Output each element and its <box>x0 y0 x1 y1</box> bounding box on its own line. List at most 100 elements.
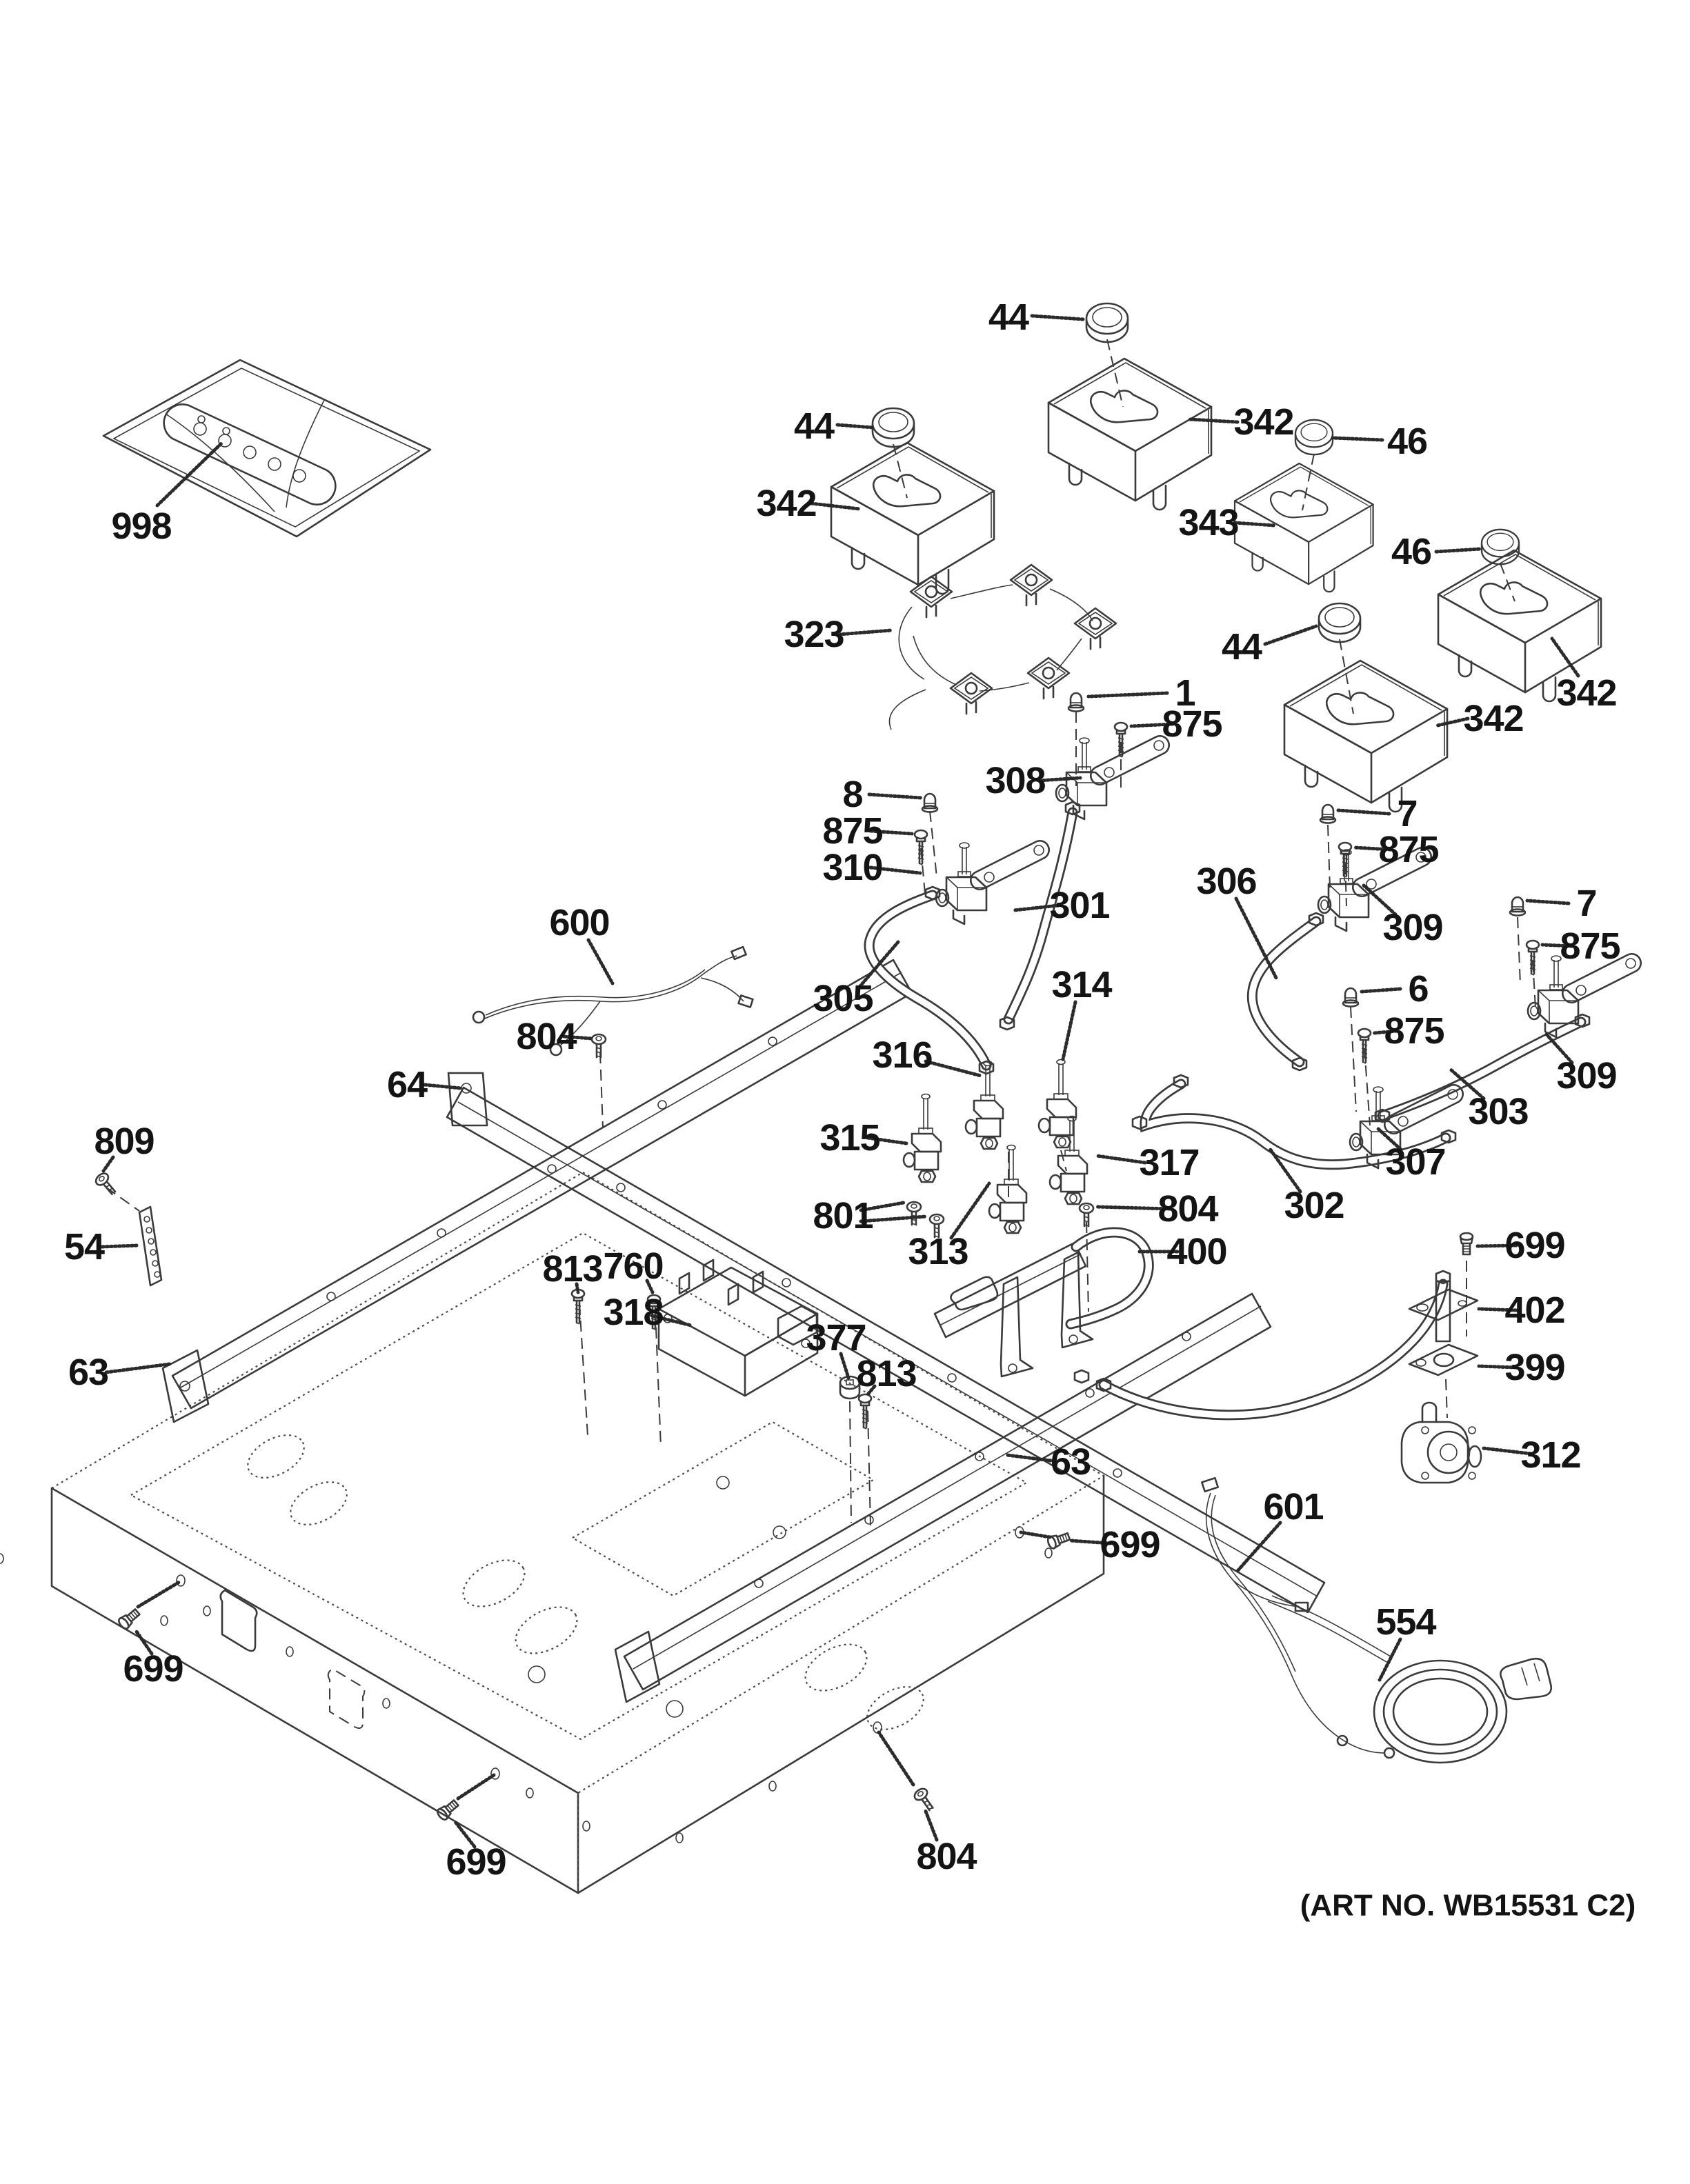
callout-63: 63 <box>68 1352 108 1393</box>
leader-line-875 <box>1129 722 1175 728</box>
axis-line-813 <box>579 1303 588 1436</box>
parts-packet-998 <box>102 359 432 538</box>
seal-ring-46 <box>1294 419 1334 456</box>
leader-line-1 <box>1086 691 1169 699</box>
leader-line-699 <box>1475 1243 1518 1248</box>
leader-line-312 <box>1481 1446 1533 1456</box>
seal-ring-44 <box>871 407 915 448</box>
spark-module-318 <box>657 1259 819 1397</box>
leader-line-699 <box>456 1773 496 1801</box>
leader-line-875 <box>1372 1029 1399 1035</box>
callout-399: 399 <box>1504 1347 1564 1388</box>
leader-line-804 <box>562 1034 594 1041</box>
burner-cover-343 <box>1233 462 1374 593</box>
axis-line-809 <box>106 1187 140 1212</box>
axis-line-813 <box>867 1410 871 1526</box>
burner-box-rail-63-right <box>614 1292 1272 1703</box>
callout-314: 314 <box>1051 964 1112 1005</box>
callout-317: 317 <box>1139 1142 1199 1183</box>
leader-line-314 <box>1061 1000 1077 1061</box>
leader-line-813 <box>866 1384 877 1396</box>
callout-6: 6 <box>1408 968 1428 1010</box>
leader-line-63 <box>104 1362 172 1374</box>
callout-804: 804 <box>916 1836 977 1877</box>
callout-554: 554 <box>1375 1601 1436 1643</box>
leader-line-46 <box>1331 436 1384 442</box>
chassis-main-top <box>0 1171 1106 1894</box>
callout-875: 875 <box>1560 925 1620 967</box>
callout-7: 7 <box>1576 883 1596 924</box>
leader-line-402 <box>1477 1307 1518 1312</box>
callout-601: 601 <box>1263 1486 1323 1527</box>
callout-318: 318 <box>603 1292 663 1333</box>
leader-line-7 <box>1525 899 1571 905</box>
callout-875: 875 <box>822 810 882 852</box>
screw-813 <box>857 1393 873 1430</box>
leader-line-760 <box>645 1279 655 1294</box>
axis-line-804 <box>1086 1221 1089 1312</box>
leader-line-308 <box>1037 776 1082 783</box>
leader-line-310 <box>868 865 922 875</box>
wire-harness-601 <box>1201 1476 1395 1759</box>
leader-line-554 <box>1378 1637 1402 1682</box>
leader-line-303 <box>1448 1067 1486 1101</box>
callout-54: 54 <box>64 1226 105 1268</box>
axis-line-875 <box>1532 960 1536 1009</box>
callout-301: 301 <box>1049 885 1109 926</box>
callout-44: 44 <box>794 405 835 447</box>
callout-44: 44 <box>1222 626 1262 668</box>
leader-line-317 <box>1095 1154 1147 1165</box>
leader-line-813 <box>575 1282 580 1294</box>
bolt-699 <box>1045 1530 1072 1551</box>
callout-46: 46 <box>1391 531 1431 572</box>
seal-ring-44 <box>1318 602 1362 643</box>
burner-cover-342 <box>830 441 995 595</box>
callout-804: 804 <box>516 1016 577 1057</box>
leader-line-998 <box>155 441 224 508</box>
leader-line-801 <box>859 1214 928 1223</box>
leader-line-342 <box>1435 717 1470 728</box>
gas-valve-310 <box>935 839 1051 925</box>
callout-998: 998 <box>111 505 171 547</box>
leader-line-315 <box>866 1136 908 1145</box>
axis-line-875 <box>1364 1048 1371 1126</box>
callout-801: 801 <box>813 1195 873 1236</box>
gas-valve-315 <box>902 1093 942 1183</box>
callout-315: 315 <box>819 1117 879 1159</box>
gas-valve-317 <box>1048 1115 1088 1205</box>
screw-875 <box>1357 1028 1372 1065</box>
callout-699: 699 <box>446 1841 506 1883</box>
callout-305: 305 <box>813 978 873 1019</box>
leader-line-342 <box>1187 417 1240 424</box>
axis-line-760 <box>655 1310 662 1447</box>
leader-line-63 <box>1005 1453 1053 1463</box>
callout-342: 342 <box>1556 672 1616 714</box>
leader-line-399 <box>1477 1364 1518 1370</box>
bolt-699 <box>435 1797 461 1823</box>
leader-line-309 <box>1362 883 1398 916</box>
callout-804: 804 <box>1157 1188 1218 1230</box>
callout-600: 600 <box>549 902 609 943</box>
seal-ring-44 <box>1085 302 1129 343</box>
axis-line-875 <box>920 848 926 894</box>
igniter-switch-assembly-323 <box>888 563 1117 730</box>
manifold-assembly-400 <box>933 1227 1154 1384</box>
callout-308: 308 <box>985 760 1045 801</box>
callout-813: 813 <box>856 1353 916 1394</box>
leader-line-699 <box>453 1820 477 1849</box>
screw-813 <box>570 1288 586 1325</box>
leader-line-342 <box>809 501 862 511</box>
leader-line-54 <box>100 1243 139 1249</box>
assembly-axes <box>1008 1150 1067 1197</box>
leader-line-699 <box>1068 1539 1113 1545</box>
gas-valve-314 <box>1037 1059 1077 1149</box>
callout-342: 342 <box>1233 401 1293 443</box>
callout-699: 699 <box>1100 1524 1160 1565</box>
callout-309: 309 <box>1556 1055 1616 1096</box>
leader-line-64 <box>423 1083 463 1090</box>
leader-line-318 <box>650 1314 693 1328</box>
callout-760: 760 <box>603 1245 663 1287</box>
leader-line-875 <box>868 829 914 836</box>
orifice-spud-7 <box>1319 803 1337 824</box>
